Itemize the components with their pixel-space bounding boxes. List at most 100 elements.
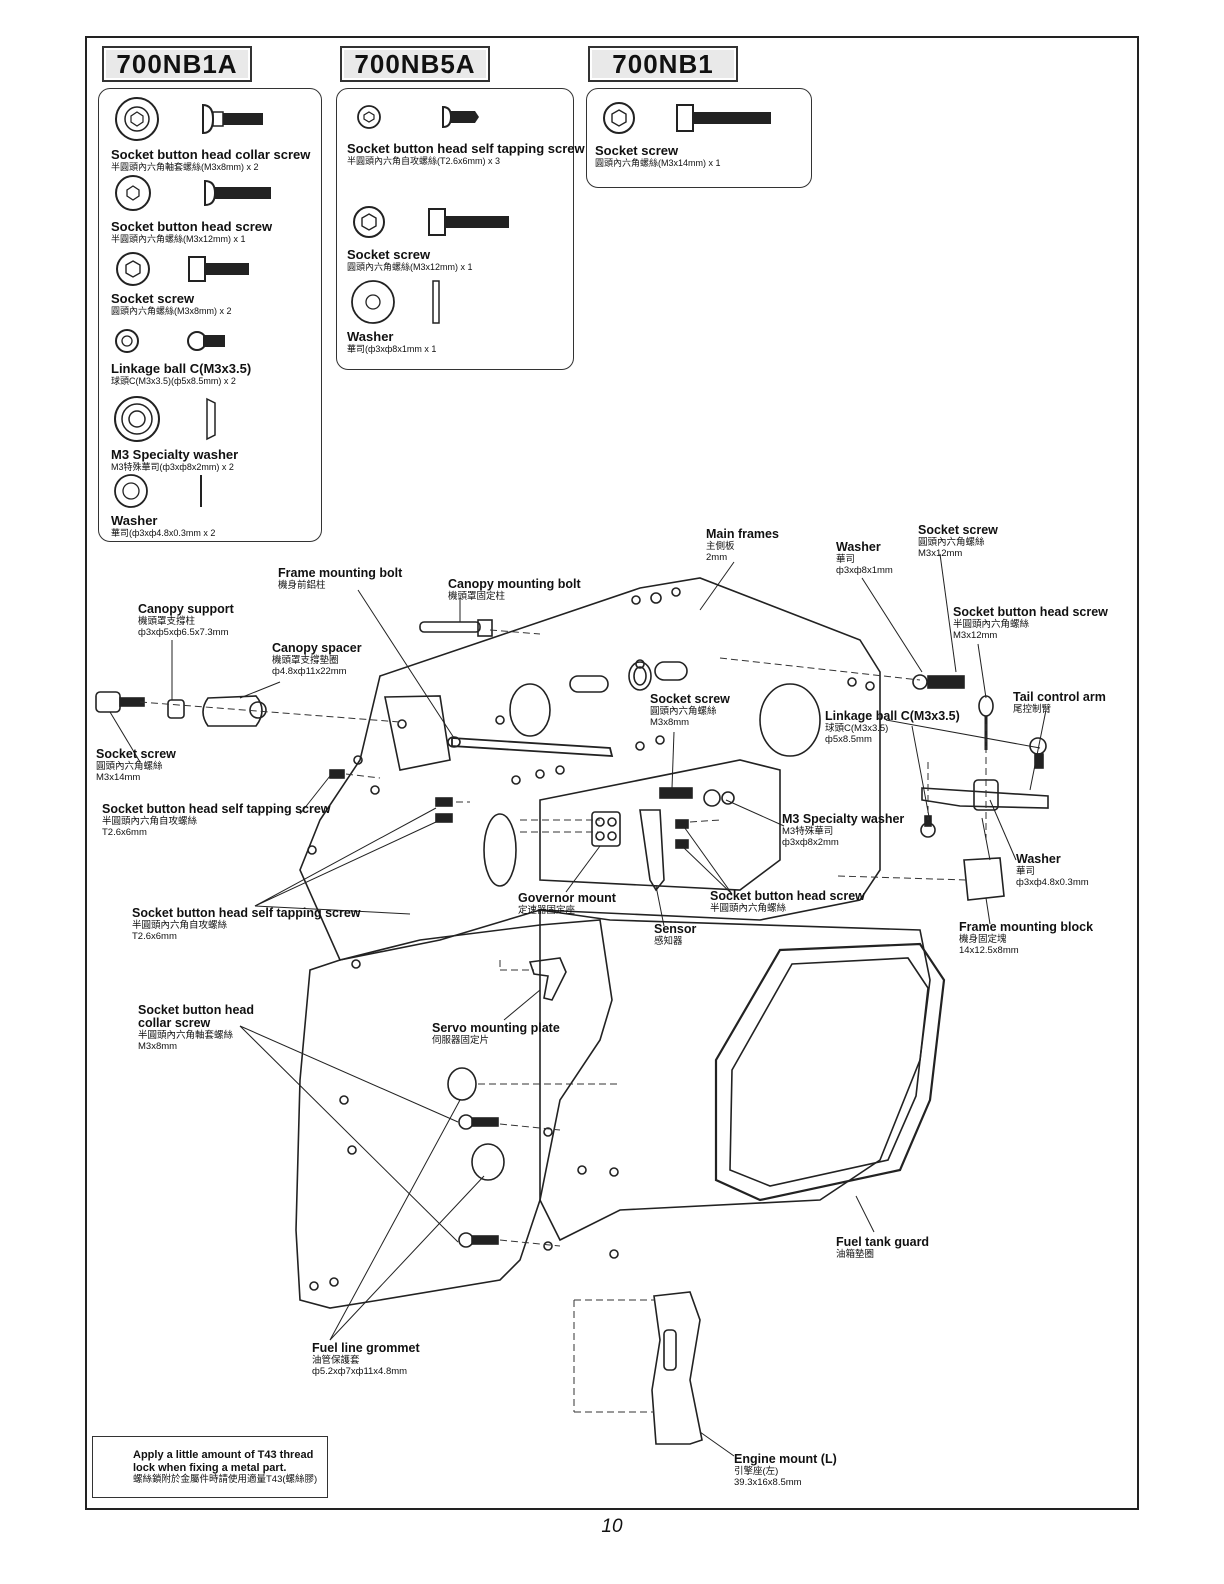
label-zh: 引擎座(左) [734, 1466, 779, 1477]
label: Main frames [706, 527, 779, 541]
label-spec: M3x8mm [650, 717, 690, 728]
label-zh: 華司 [1016, 866, 1036, 877]
label-zh: 華司 [836, 554, 856, 565]
callout-tail-control-arm: Tail control arm 尾控制臂 [1013, 691, 1106, 716]
label: Washer [836, 540, 881, 554]
part-spec: 半圓頭內六角螺絲(M3x12mm) x 1 [111, 234, 246, 244]
label: Socket screw [918, 523, 998, 537]
label-spec: 14x12.5x8mm [959, 945, 1019, 956]
governor-plate [539, 759, 781, 891]
label: M3 Specialty washer [782, 812, 905, 826]
part-spec: 半圓頭內六角自攻螺絲(T2.6x6mm) x 3 [347, 156, 501, 166]
label-spec: 39.3x16x8.5mm [734, 1477, 802, 1488]
label: Frame mounting bolt [278, 566, 403, 580]
label-spec: ф5x8.5mm [825, 734, 872, 745]
page-number: 10 [601, 1516, 623, 1537]
socket-screw-icon [353, 206, 509, 238]
label-zh: 圓頭內六角螺絲 [96, 761, 163, 772]
callout-fuel-line-grommet: Fuel line grommet 油管保護套 ф5.2xф7xф11x4.8m… [312, 1341, 420, 1378]
callout-m3-specialty-washer: M3 Specialty washer M3特殊華司 ф3xф8x2mm [782, 812, 905, 849]
label-spec: ф3xф8x1mm [836, 565, 893, 576]
label-zh: 伺服器固定片 [432, 1035, 490, 1046]
callout-self-tapping-upper: Socket button head self tapping screw 半圓… [102, 802, 331, 839]
callout-self-tapping-lower: Socket button head self tapping screw 半圓… [132, 906, 361, 943]
button-collar-screw-icon [115, 97, 263, 141]
servo-mounting-plate [528, 957, 567, 1001]
callout-engine-mount: Engine mount (L) 引擎座(左) 39.3x16x8.5mm [734, 1452, 837, 1489]
label-spec: 2mm [706, 552, 728, 563]
part-name: Washer [111, 513, 158, 528]
callout-governor-mount: Governor mount 定速器固定座 [518, 891, 616, 917]
callout-socket-button-head-screw-mid: Socket button head screw 半圓頭內六角螺絲 [710, 889, 865, 915]
label-zh: 球頭C(M3x3.5) [825, 723, 889, 734]
label-zh: 定速器固定座 [518, 905, 576, 916]
right-frame-panel [539, 909, 931, 1242]
part-spec: 球頭C(M3x3.5)(ф5x8.5mm) x 2 [111, 376, 236, 386]
part-washer: Washer 華司(ф3xф8x1mm x 1 [347, 279, 527, 355]
part-spec: 半圓頭內六角軸套螺絲(M3x8mm) x 2 [111, 162, 259, 172]
label: Servo mounting plate [432, 1021, 560, 1035]
label-zh: 半圓頭內六角螺絲 [710, 903, 787, 914]
socket-screw-icon [116, 252, 249, 286]
label-spec: T2.6x6mm [132, 931, 177, 942]
label: Canopy support [138, 602, 234, 616]
callout-washer-right: Washer 華司 ф3xф4.8x0.3mm [1016, 853, 1089, 889]
label-zh: 主側板 [706, 541, 735, 552]
label-spec: ф4.8xф11x22mm [272, 666, 347, 677]
label: Governor mount [518, 891, 616, 905]
part-linkage-ball: Linkage ball C(M3x3.5) 球頭C(M3x3.5)(ф5x8.… [111, 325, 291, 387]
label-spec: M3x12mm [918, 548, 963, 559]
engine-mount-left [651, 1291, 703, 1445]
part-name: M3 Specialty washer [111, 447, 239, 462]
part-socket-screw: Socket screw 圓頭內六角螺絲(M3x14mm) x 1 [595, 97, 795, 169]
callout-socket-screw-mid: Socket screw 圓頭內六角螺絲 M3x8mm [650, 693, 730, 729]
label: Frame mounting block [959, 920, 1094, 934]
label: Socket button head screw [710, 889, 865, 903]
label-spec: T2.6x6mm [102, 827, 147, 838]
main-frame-upper [299, 577, 881, 961]
label-zh: 機身前鋁柱 [278, 580, 326, 591]
part-socket-screw: Socket screw 圓頭內六角螺絲(M3x12mm) x 1 [347, 201, 527, 273]
part-name: Socket screw [111, 291, 195, 306]
label-zh: 圓頭內六角螺絲 [650, 706, 717, 717]
package-tag-700nb5a: 700NB5A [340, 46, 490, 82]
callout-socket-screw-left: Socket screw 圓頭內六角螺絲 M3x14mm [96, 748, 176, 784]
part-spec: 圓頭內六角螺絲(M3x14mm) x 1 [595, 158, 721, 168]
label-zh: 機身固定塊 [959, 934, 1007, 945]
label-spec: ф5.2xф7xф11x4.8mm [312, 1366, 408, 1377]
note-line-1: Apply a little amount of T43 thread [133, 1449, 314, 1461]
washer-icon [114, 474, 202, 508]
fuel-tank-guard [714, 942, 946, 1202]
label: Fuel line grommet [312, 1341, 420, 1355]
label-zh: 機頭罩支撐墊圈 [272, 655, 339, 666]
part-name: Socket button head self tapping screw [347, 141, 585, 156]
part-name: Linkage ball C(M3x3.5) [111, 361, 252, 376]
page-frame [85, 36, 1139, 1510]
part-name: Socket button head collar screw [111, 147, 311, 162]
socket-screw-icon [603, 102, 771, 134]
label-zh: 機頭罩支撐柱 [138, 616, 196, 627]
label: Engine mount (L) [734, 1452, 837, 1466]
label-zh: M3特殊華司 [782, 826, 834, 837]
part-name: Socket button head screw [111, 219, 273, 234]
note-zh: 螺絲鎖附於金屬件時請使用適量T43(螺絲膠) [133, 1474, 318, 1485]
part-spec: 圓頭內六角螺絲(M3x12mm) x 1 [347, 262, 473, 272]
part-spec: 華司(ф3xф4.8x0.3mm x 2 [111, 528, 216, 538]
main-frame-lower [295, 919, 613, 1309]
label-zh: 半圓頭內六角螺絲 [953, 619, 1030, 630]
callout-socket-button-head-collar: Socket button head collar screw 半圓頭內六角軸套… [138, 1004, 254, 1053]
part-name: Socket screw [347, 247, 431, 262]
front-frame-plate [384, 695, 451, 771]
note-line-2: lock when fixing a metal part. [133, 1461, 287, 1474]
label: Socket button head self tapping screw [102, 802, 331, 816]
package-box-700nb1a: Socket button head collar screw 半圓頭內六角軸套… [98, 88, 322, 542]
label-zh: 油箱墊圈 [836, 1249, 875, 1260]
thread-lock-note: Apply a little amount of T43 thread lock… [92, 1436, 328, 1498]
label-zh: 半圓頭內六角軸套螺絲 [138, 1030, 234, 1041]
label-spec: ф3xф5xф6.5x7.3mm [138, 627, 229, 638]
label: Socket button head self tapping screw [132, 906, 361, 920]
part-washer: Washer 華司(ф3xф4.8x0.3mm x 2 [111, 473, 291, 539]
callout-socket-button-head-screw-right: Socket button head screw 半圓頭內六角螺絲 M3x12m… [953, 606, 1108, 642]
part-name: Washer [347, 329, 394, 344]
sensor-bracket [639, 809, 665, 892]
